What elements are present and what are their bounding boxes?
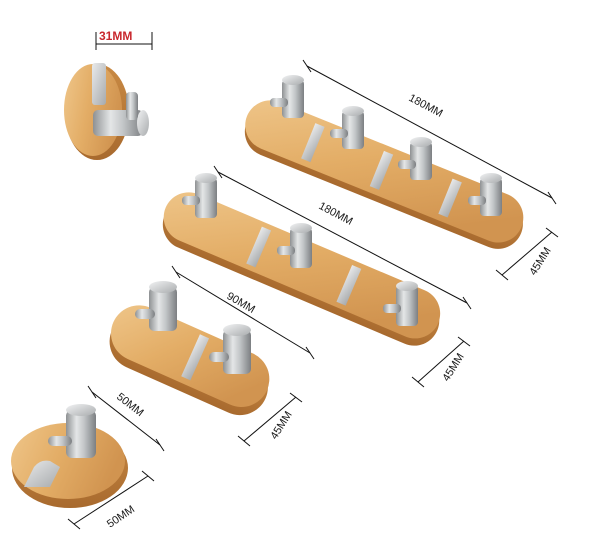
dim-label-rack2-height: 45MM [268,409,294,441]
dim-single-width: 31MM [95,29,153,50]
two-hook-rack [109,305,270,416]
hook [182,173,217,218]
dim-label-round-bottom: 50MM [105,503,137,530]
dim-label-round-top: 50MM [114,391,145,419]
dim-label-rack2-length: 90MM [225,290,257,316]
hook [135,281,177,331]
round-hook [11,404,128,508]
four-hook-rack [244,100,524,249]
hook [398,137,432,180]
dim-label-single: 31MM [99,29,132,43]
dim-label-rack4-length: 180MM [407,92,445,120]
two-hook-rack-hooks [135,281,251,374]
hook [209,324,251,374]
hook [383,281,418,326]
single-hook [64,63,149,160]
dim-label-rack3-length: 180MM [317,200,355,228]
hook [468,173,502,216]
four-hook-rack-hooks [270,75,502,216]
hook [330,106,364,149]
three-hook-rack-hooks [182,173,418,326]
hook [270,75,304,118]
hook [277,223,312,268]
dim-label-rack3-height: 45MM [440,351,466,383]
